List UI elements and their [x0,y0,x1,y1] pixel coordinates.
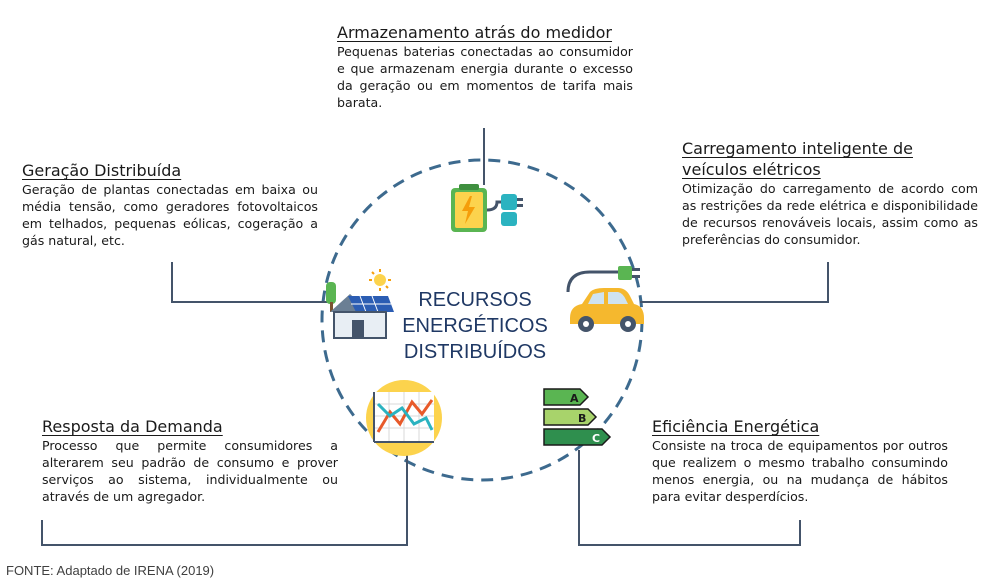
electric-car-icon [566,266,644,332]
ev-title-line1: Carregamento inteligente de [682,139,913,158]
energy-rating-icon: A B C [543,388,612,446]
demand-title: Resposta da Demanda [42,417,223,436]
center-line-1: RECURSOS [418,289,532,311]
storage-desc: Pequenas baterias conectadas ao consumid… [337,44,633,110]
battery-plug-icon [451,184,523,232]
source-note: FONTE: Adaptado de IRENA (2019) [6,563,215,578]
connector-demand [41,455,408,546]
connector-ev [640,262,829,303]
center-line-2: ENERGÉTICOS [402,315,548,337]
center-line-3: DISTRIBUÍDOS [403,341,547,363]
ev-title-line2: veículos elétricos [682,160,821,179]
rating-b-label: B [578,412,586,425]
demand-desc: Processo que permite consumidores a alte… [42,438,338,504]
generation-desc: Geração de plantas conectadas em baixa o… [22,182,318,248]
ev-block: Carregamento inteligente de veículos elé… [682,138,978,248]
chart-arrows-icon [366,380,442,456]
efficiency-desc: Consiste na troca de equipamentos por ou… [652,438,948,504]
demand-block: Resposta da Demanda Processo que permite… [42,416,338,505]
generation-block: Geração Distribuída Geração de plantas c… [22,160,318,249]
storage-title: Armazenamento atrás do medidor [337,23,613,42]
connector-generation [171,262,330,303]
efficiency-title: Eficiência Energética [652,417,820,436]
ev-desc: Otimização do carregamento de acordo com… [682,181,978,247]
connector-efficiency [578,450,801,546]
rating-a-label: A [570,392,579,405]
center-title: RECURSOS ENERGÉTICOS DISTRIBUÍDOS [395,287,555,365]
house-solar-icon [326,269,394,339]
generation-title: Geração Distribuída [22,161,182,180]
efficiency-block: Eficiência Energética Consiste na troca … [652,416,948,505]
storage-block: Armazenamento atrás do medidor Pequenas … [337,22,633,111]
rating-c-label: C [592,432,600,445]
